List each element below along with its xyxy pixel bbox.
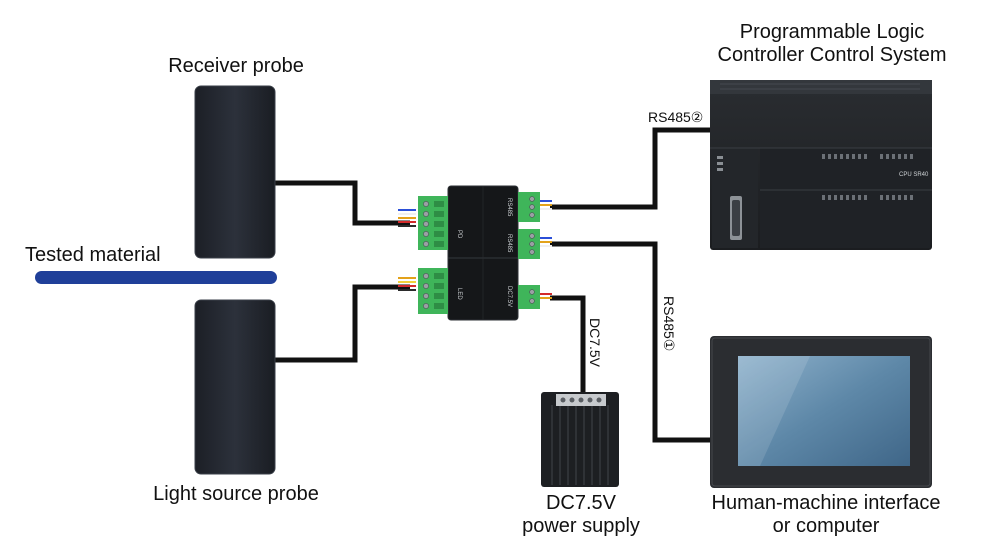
terminal-block-rs485-2 [518,192,540,222]
wire-stubs [398,200,552,299]
label-rs485-2: RS485② [648,109,703,125]
label-plc-line1: Programmable Logic [740,21,925,43]
board-label-rs485-b: RS485 [506,234,512,253]
terminal-block-power [518,285,540,309]
terminal-block-led [418,268,448,314]
label-dc-vertical: DC7.5V [587,318,603,368]
board-label-pd: PD [456,230,462,239]
terminal-block-rs485-1 [518,229,540,259]
terminal-block-pd [418,196,448,250]
label-rs485-1: RS485① [661,296,677,351]
serial-port-icon [730,196,742,240]
label-psu-line2: power supply [522,515,640,537]
label-psu-line1: DC7.5V [546,492,617,514]
label-receiver-probe: Receiver probe [168,55,304,77]
board-label-led: LED [456,288,462,300]
controller-board: PD LED RS485 RS485 DC7.5V [418,185,540,321]
tested-material-bar [35,271,277,284]
cable-receiver-to-pd [275,180,410,226]
plc-model-label: CPU SR40 [899,172,929,178]
label-tested-material: Tested material [25,244,161,266]
power-supply [541,392,619,487]
board-label-power: DC7.5V [506,286,512,307]
cable-rs485-2-to-plc [550,127,712,210]
label-plc-line2: Controller Control System [718,44,947,66]
plc-device: CPU SR40 [710,80,932,250]
hmi-device [710,336,932,488]
cables [275,127,712,443]
label-hmi-line1: Human-machine interface [712,492,941,514]
receiver-probe [194,85,276,259]
cable-light-source-to-led [275,284,410,363]
cable-power-to-psu [550,295,586,392]
light-source-probe [194,299,276,475]
cable-rs485-1-to-hmi [550,241,712,443]
hmi-screen [738,356,910,466]
label-light-source-probe: Light source probe [153,483,319,505]
board-label-rs485-a: RS485 [506,198,512,217]
label-hmi-line2: or computer [773,515,880,537]
